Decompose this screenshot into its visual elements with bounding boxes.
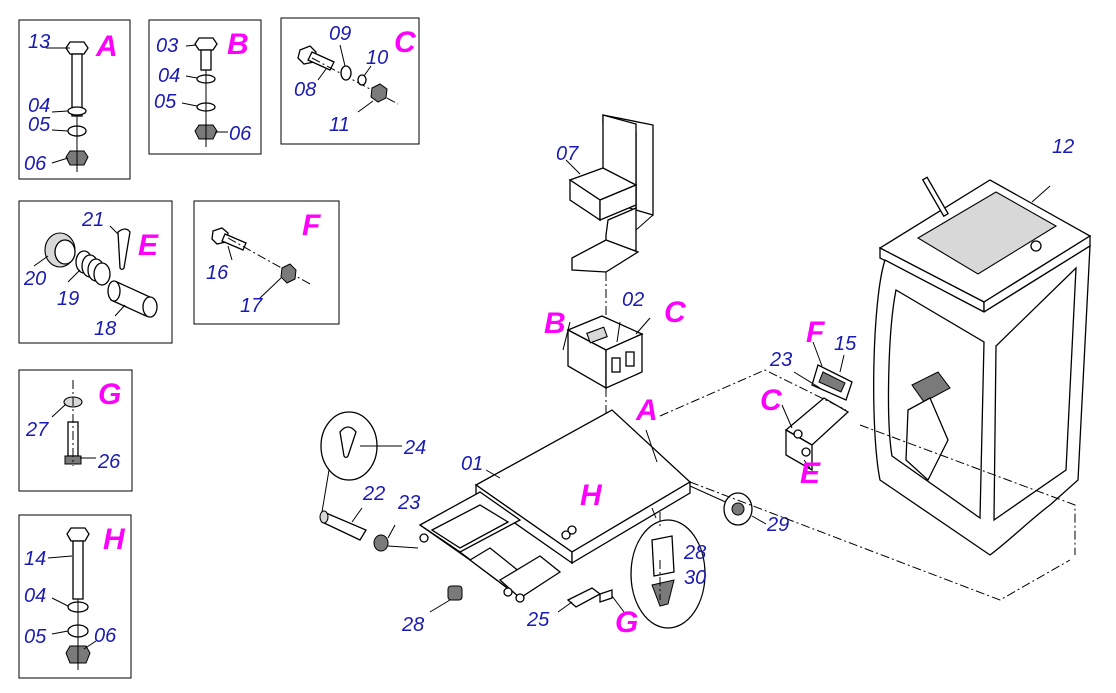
seat-bracket-02: 02 B C: [544, 289, 687, 390]
bolt-13-icon: [65, 41, 89, 117]
mount-line-a: [659, 369, 847, 417]
letter-e-pedal: E: [800, 457, 821, 490]
detail-box-a: A 13 04 05 06: [18, 19, 131, 180]
label-06: 06: [94, 625, 117, 647]
label-15: 15: [834, 333, 857, 355]
nut-17-icon: [280, 263, 297, 284]
seat-07: 07: [556, 114, 654, 273]
pedal-assembly: F 15 23 C E: [760, 316, 857, 490]
washer-10-icon: [357, 74, 367, 86]
nut-11-icon: [370, 83, 388, 103]
pin-22: 22: [319, 483, 385, 541]
detail-box-h: H 14 04 05 06: [18, 514, 132, 679]
detail-letter-f: F: [302, 209, 321, 242]
label-28-callout: 28: [683, 542, 706, 564]
label-29: 29: [766, 514, 789, 536]
letter-g-clip: G: [615, 606, 638, 639]
label-19: 19: [57, 288, 79, 310]
detail-box-c: C 09 10 08 11: [280, 17, 420, 145]
bush-23: 23: [373, 492, 420, 552]
clip-24-icon: [339, 426, 357, 459]
detail-box-f: F 16 17: [193, 200, 340, 325]
mount-cone-30-icon: [651, 579, 675, 607]
spring-cap-20-icon: [44, 232, 76, 268]
letter-h-frame: H: [580, 479, 603, 512]
cab-12: 12: [873, 136, 1092, 556]
label-12: 12: [1052, 136, 1074, 158]
label-07: 07: [556, 143, 579, 165]
base-frame-01: 01 A H: [418, 394, 731, 603]
mount-line-c: [689, 481, 1071, 601]
label-04: 04: [158, 65, 180, 87]
label-23-pedal: 23: [769, 349, 792, 371]
label-27: 27: [25, 419, 49, 441]
label-14: 14: [24, 548, 46, 570]
mount-line-b: [859, 424, 1076, 555]
label-21: 21: [81, 209, 104, 231]
label-30: 30: [684, 567, 706, 589]
label-24: 24: [403, 437, 426, 459]
label-06: 06: [229, 123, 252, 145]
letter-f-pedal: F: [806, 316, 825, 349]
label-26: 26: [97, 451, 121, 473]
letter-a-frame: A: [635, 394, 658, 427]
label-25: 25: [526, 609, 550, 631]
clip-callout-24: 24: [320, 411, 426, 513]
label-02: 02: [622, 289, 644, 311]
label-13: 13: [28, 31, 50, 53]
detail-letter-a: A: [95, 30, 118, 63]
bush-28: 28: [401, 585, 463, 636]
detail-box-e: E 21 20 19 18: [18, 200, 173, 344]
label-22: 22: [362, 483, 385, 505]
washer-09-icon: [340, 65, 352, 81]
detail-letter-e: E: [138, 229, 159, 262]
label-09: 09: [329, 23, 351, 45]
label-05: 05: [154, 91, 177, 113]
label-05: 05: [24, 626, 47, 648]
label-20: 20: [23, 268, 46, 290]
bolt-03-icon: [194, 37, 218, 71]
label-04: 04: [28, 95, 50, 117]
label-05: 05: [28, 114, 51, 136]
detail-letter-h: H: [103, 523, 126, 556]
label-01: 01: [461, 453, 483, 475]
label-04: 04: [24, 585, 46, 607]
label-16: 16: [206, 262, 229, 284]
label-28-lower: 28: [401, 614, 424, 636]
sliding-rail: [418, 491, 562, 603]
pin-18-icon: [107, 280, 158, 318]
mount-callout: 28 30: [630, 507, 706, 629]
letter-c-pedal: C: [760, 384, 783, 417]
letter-c-bracket: C: [664, 296, 687, 329]
label-23: 23: [397, 492, 420, 514]
detail-box-g: G 27 26: [18, 369, 133, 492]
label-11: 11: [329, 114, 350, 136]
label-10: 10: [366, 47, 388, 69]
mount-sleeve-28-icon: [651, 535, 675, 577]
label-17: 17: [240, 295, 263, 317]
label-06: 06: [24, 153, 47, 175]
detail-letter-c: C: [394, 26, 417, 59]
cotter-pin-21-icon: [117, 228, 131, 271]
label-03: 03: [156, 35, 178, 57]
detail-letter-g: G: [98, 378, 121, 411]
spring-19-icon: [75, 250, 111, 286]
bolt-08-icon: [297, 45, 335, 71]
letter-b-bracket: B: [544, 307, 566, 340]
bolt-14-icon: [66, 527, 90, 600]
clip-25: 25 G: [526, 587, 638, 639]
label-18: 18: [94, 318, 116, 340]
mount-29: 29: [723, 492, 789, 536]
detail-letter-b: B: [227, 28, 249, 61]
label-08: 08: [294, 79, 316, 101]
detail-box-b: B 03 04 05 06: [148, 19, 262, 155]
washer-04-icon: [67, 106, 87, 116]
